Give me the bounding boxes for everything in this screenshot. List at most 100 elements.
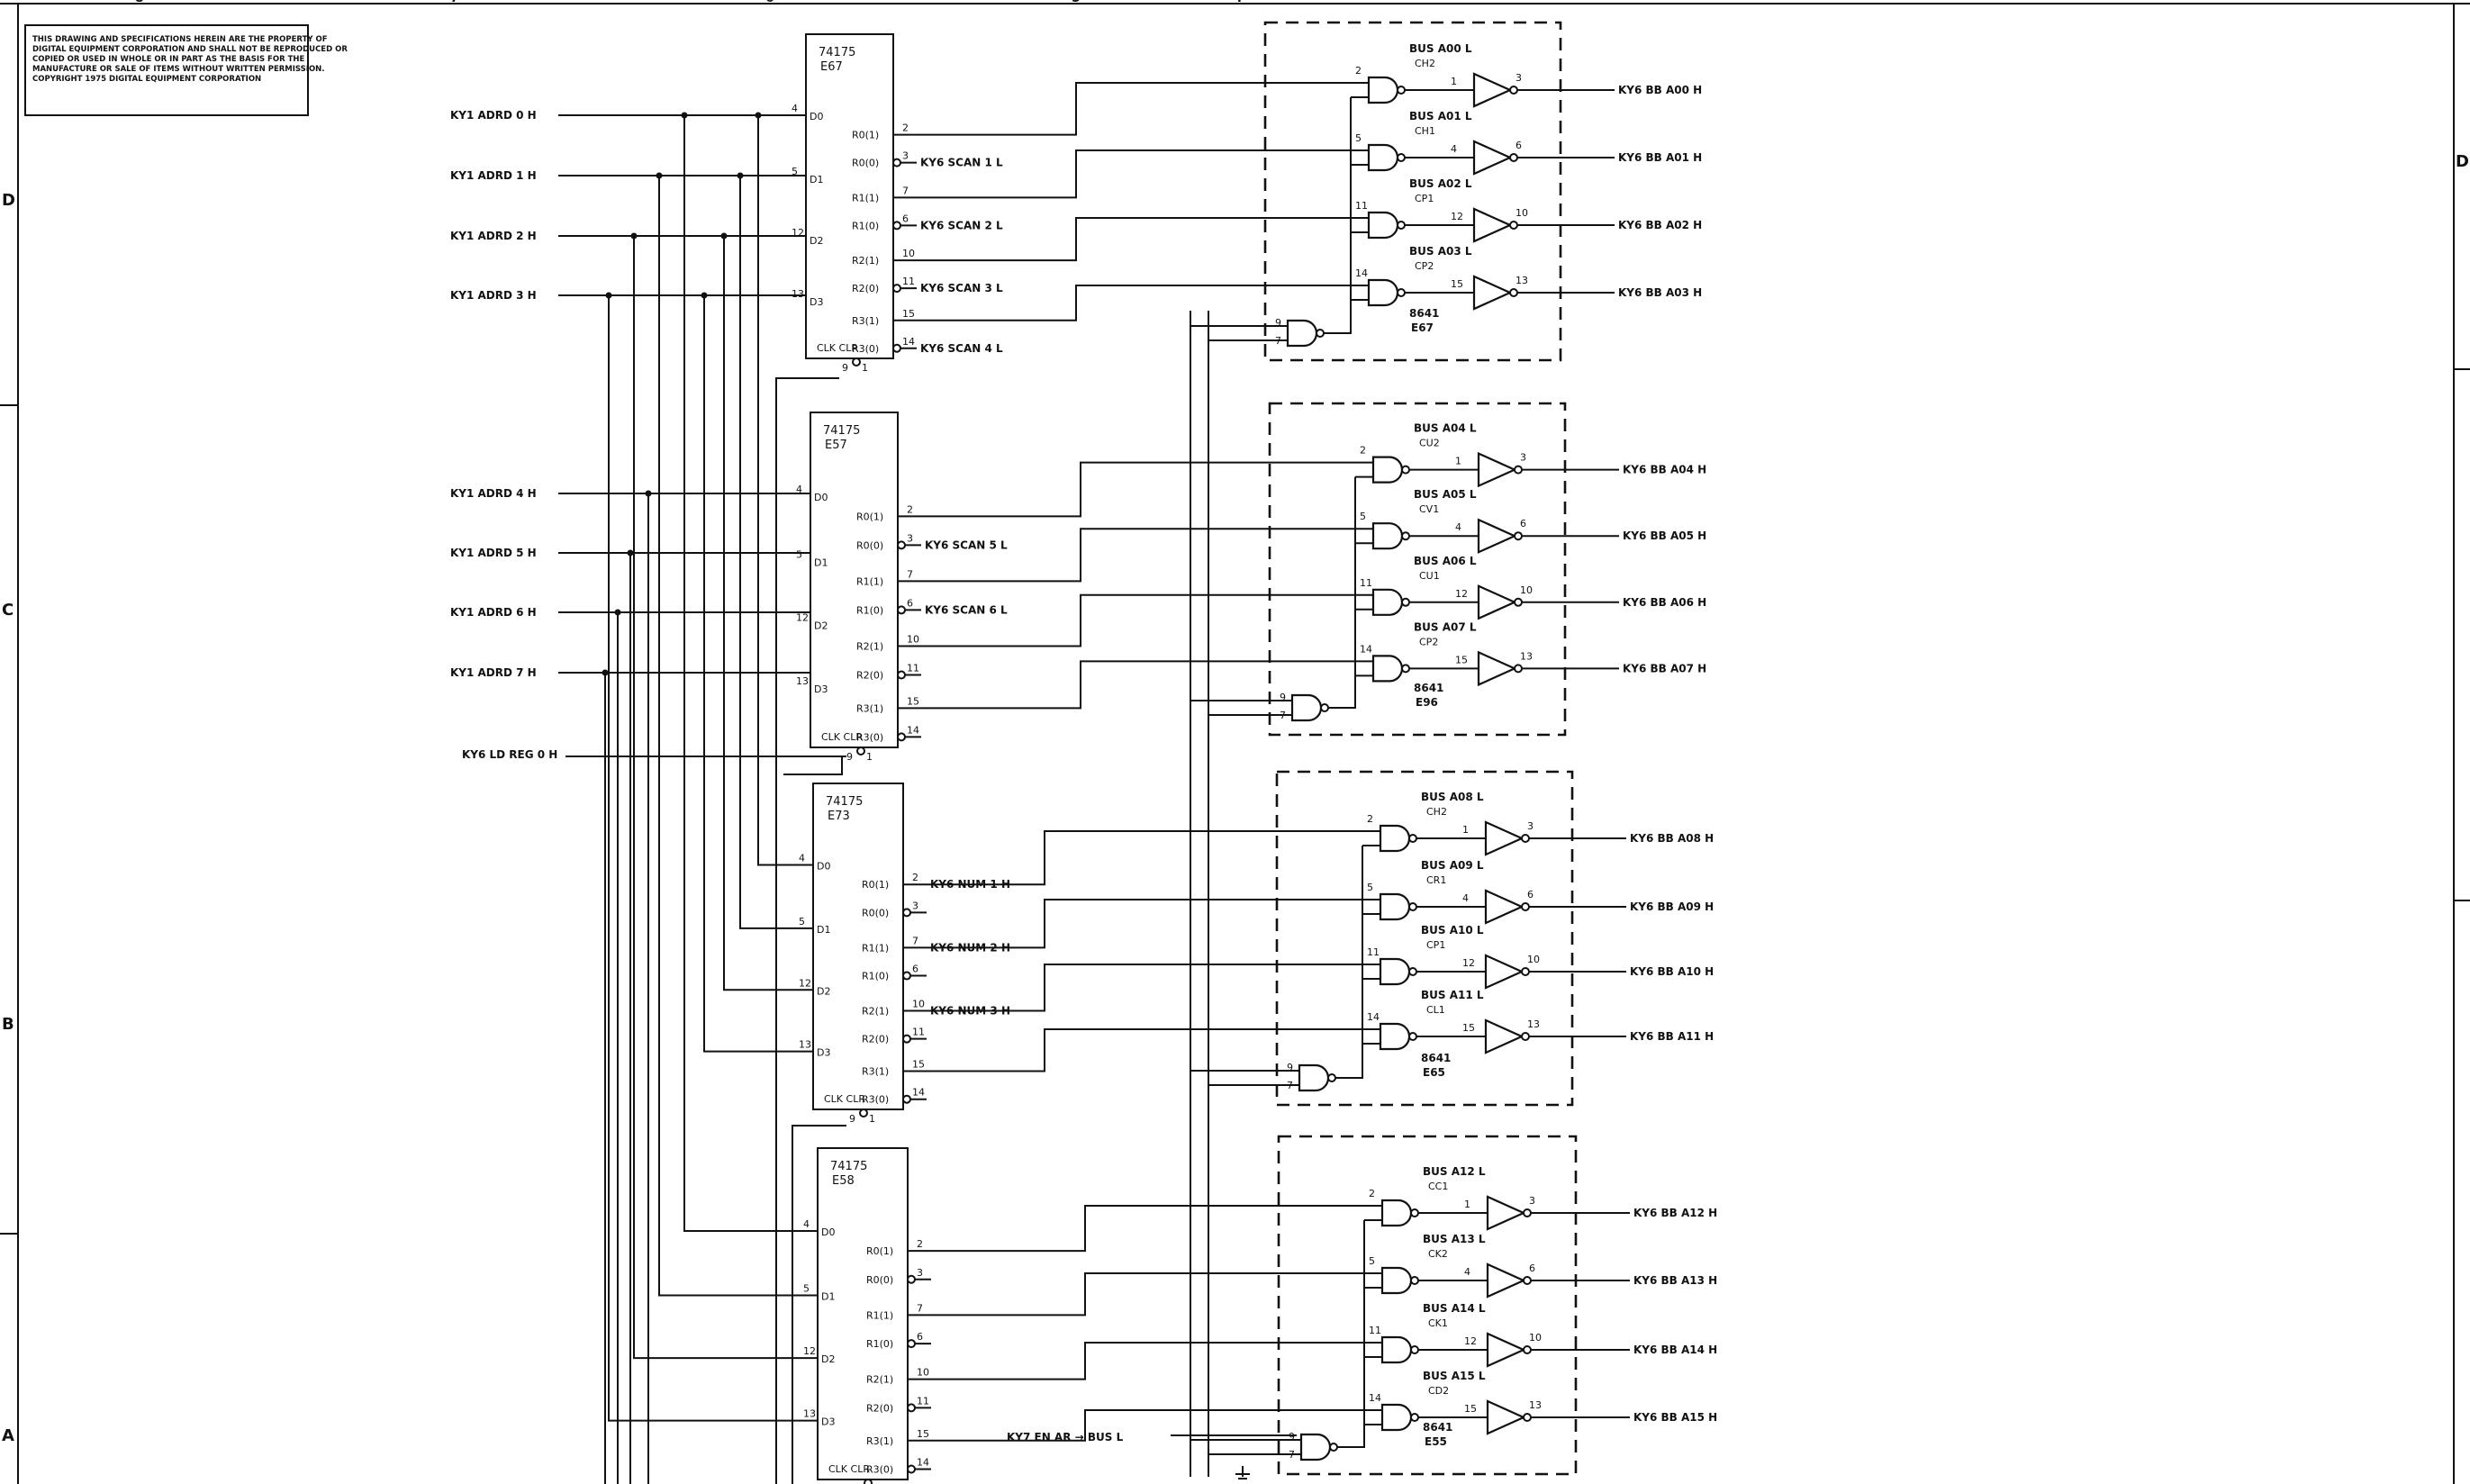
register-q-label: R2(0) [866, 1402, 893, 1414]
register-pin-number: 4 [799, 853, 805, 864]
wire [921, 660, 1373, 710]
wiring [558, 82, 1630, 1484]
driver-outline [1268, 402, 1567, 737]
wire [723, 236, 813, 991]
register-q-label: R3(1) [866, 1435, 893, 1447]
wire [931, 1342, 1382, 1380]
driver-output-signal: KY6 BB A12 H [1633, 1207, 1717, 1219]
driver-pin-number: 5 [1360, 511, 1366, 522]
register-pin-number: 1 [862, 362, 868, 374]
driver-bus-label: BUS A08 L [1421, 791, 1484, 803]
driver-bus-label: BUS A01 L [1409, 110, 1472, 122]
driver-pin-number: 2 [1355, 65, 1362, 77]
driver-pin-number: 3 [1520, 452, 1526, 464]
nand-gate [1380, 1403, 1413, 1432]
inverted-output-bubble [902, 971, 911, 981]
driver-gate-code: CK1 [1428, 1317, 1448, 1329]
register-pin-number: 7 [912, 935, 918, 946]
buffer-output-bubble [1509, 86, 1518, 95]
register-e58: 74175E58D04D15D212D313R0(1)2R0(0)3R1(1)7… [803, 1147, 929, 1484]
driver-pin-number: 11 [1360, 577, 1372, 589]
register-pin-number: 15 [907, 695, 919, 707]
register-pin-number: 6 [902, 213, 909, 224]
driver-type: 8641 [1414, 682, 1443, 694]
register-pin-number: 13 [792, 288, 804, 300]
driver-pin-number: 13 [1520, 650, 1533, 662]
register-type: 74175 [830, 1160, 867, 1173]
wire [757, 115, 813, 866]
driver-gate-code: CU2 [1419, 438, 1440, 449]
buffer-triangle [1477, 451, 1517, 488]
input-label-adrd: KY1 ADRD 4 H [450, 487, 537, 500]
register-q-label: R2(1) [862, 1005, 889, 1017]
buffer-triangle [1486, 1195, 1526, 1231]
driver-pin-number: 7 [1275, 335, 1281, 347]
wire [921, 528, 1373, 583]
register-q-label: R3(1) [856, 702, 883, 714]
driver-output-signal: KY6 BB A04 H [1623, 464, 1706, 476]
register-pin-number: 2 [902, 122, 909, 134]
driver-pin-number: 15 [1462, 1022, 1475, 1034]
driver-type: 8641 [1423, 1421, 1452, 1434]
driver-pin-number: 15 [1451, 278, 1463, 290]
register-q-label: R3(0) [866, 1464, 893, 1476]
nand-output-bubble [1401, 664, 1410, 674]
buffer-triangle [1484, 889, 1525, 925]
driver-gate-code: CK2 [1428, 1248, 1448, 1260]
wire [633, 236, 818, 1360]
driver-output-signal: KY6 BB A15 H [1633, 1411, 1717, 1424]
driver-pin-number: 5 [1355, 132, 1362, 144]
driver-type: 8641 [1409, 307, 1439, 320]
nand-gate [1367, 211, 1399, 240]
enable-nand-gate [1286, 319, 1318, 348]
register-q-label: R0(0) [856, 539, 883, 551]
driver-gate-code: CH1 [1415, 125, 1435, 137]
driver-output-signal: KY6 BB A14 H [1633, 1344, 1717, 1356]
register-clk-clr: CLK CLR [817, 342, 858, 354]
register-pin-number: 11 [907, 663, 919, 674]
nand-output-bubble [1410, 1208, 1419, 1217]
junction-dot [627, 549, 634, 556]
driver-pin-number: 15 [1455, 654, 1468, 665]
register-q-label: R1(0) [862, 971, 889, 982]
driver-pin-number: 14 [1360, 643, 1372, 655]
nand-gate [1371, 588, 1404, 616]
register-pin-number: 13 [799, 1039, 811, 1051]
wire [917, 149, 1369, 199]
nand-output-bubble [1397, 221, 1406, 230]
register-q-label: R3(1) [862, 1066, 889, 1078]
driver-bus-label: BUS A13 L [1423, 1233, 1486, 1245]
driver-pin-number: 1 [1464, 1199, 1470, 1210]
register-body [817, 1147, 909, 1480]
driver-ref: E67 [1411, 321, 1434, 334]
driver-output-signal: KY6 BB A03 H [1618, 286, 1702, 299]
register-q-label: R1(0) [856, 604, 883, 616]
driver-pin-number: 6 [1515, 140, 1522, 151]
buffer-triangle [1477, 584, 1517, 620]
driver-pin-number: 4 [1455, 521, 1461, 533]
inverted-output-bubble [897, 540, 906, 550]
buffer-triangle [1484, 954, 1525, 990]
register-type: 74175 [826, 795, 863, 809]
buffer-triangle [1486, 1399, 1526, 1435]
driver-pin-number: 9 [1275, 317, 1281, 329]
driver-pin-number: 1 [1462, 824, 1469, 836]
column-mark: 7 [450, 0, 459, 5]
driver-output-signal: KY6 BB A00 H [1618, 84, 1702, 96]
register-pin-number: 9 [849, 1113, 855, 1125]
driver-gate-code: CL1 [1426, 1004, 1445, 1016]
register-d-label: D1 [810, 174, 823, 186]
nand-gate [1380, 1266, 1413, 1295]
register-d-label: D1 [817, 924, 830, 936]
driver-pin-number: 11 [1369, 1325, 1381, 1336]
register-type: 74175 [823, 424, 860, 438]
wire [608, 295, 818, 1422]
buffer-triangle [1472, 140, 1513, 176]
buffer-output-bubble [1521, 1032, 1530, 1042]
input-label-adrd: KY1 ADRD 6 H [450, 606, 537, 619]
buffer-triangle [1472, 207, 1513, 243]
wire [917, 285, 1369, 321]
driver-outline [1263, 21, 1562, 362]
